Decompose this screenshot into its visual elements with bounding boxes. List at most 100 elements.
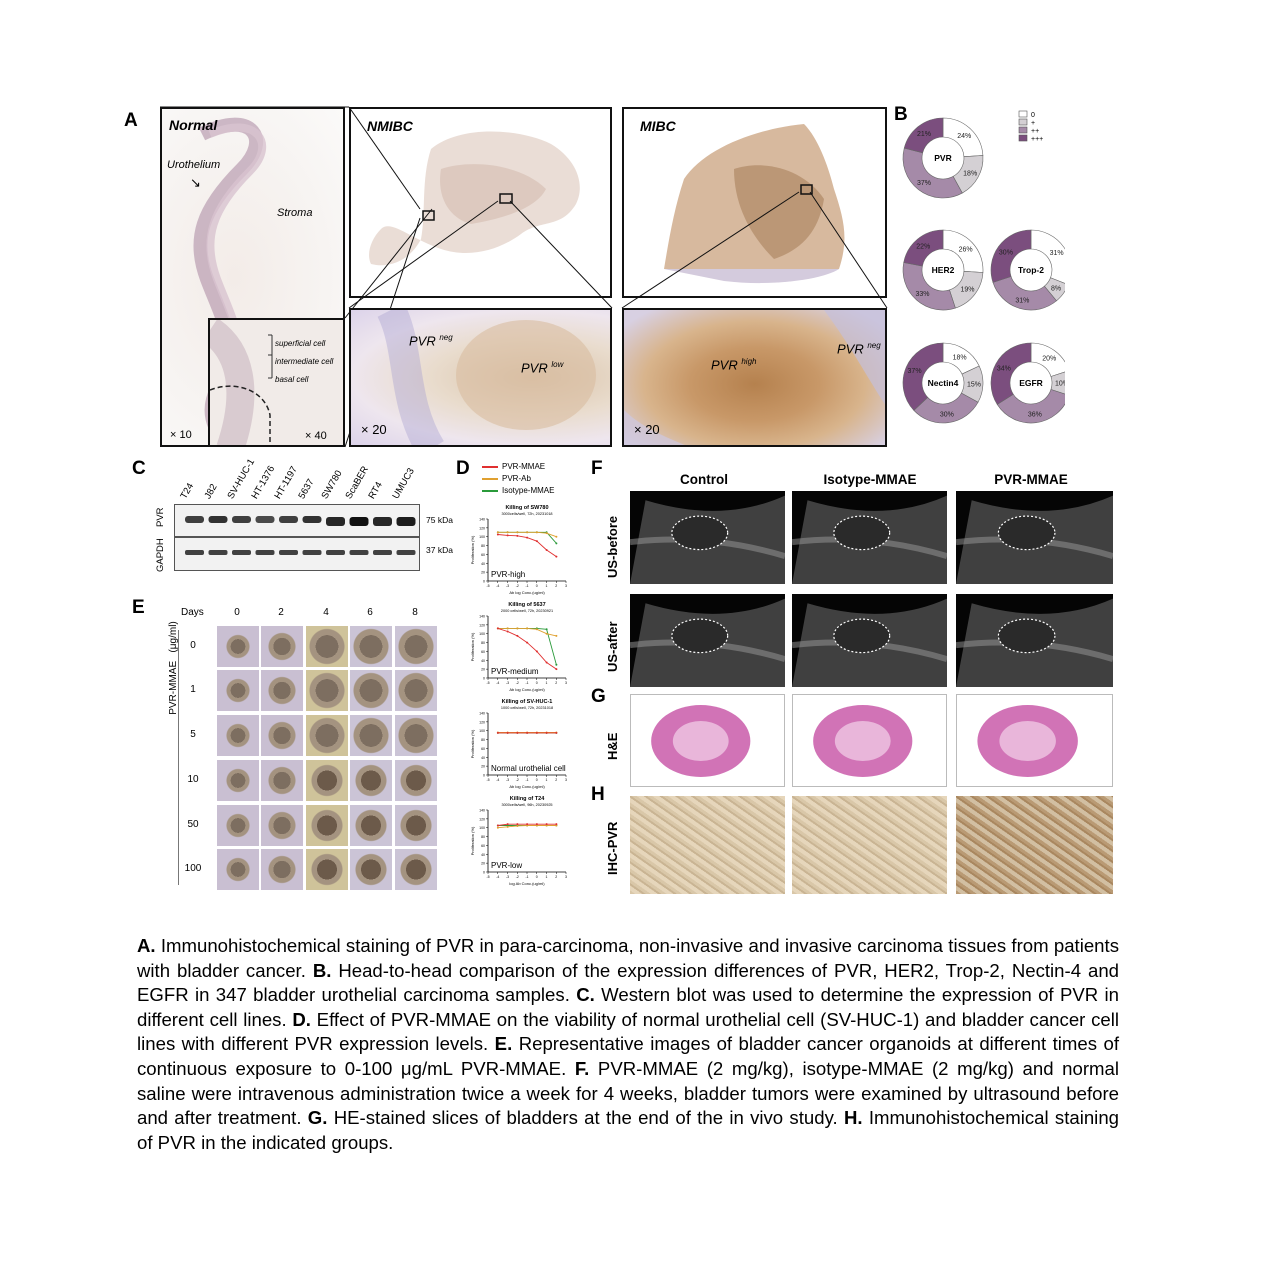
organoid-image (306, 670, 348, 711)
legend-text: PVR-Ab (502, 474, 531, 483)
organoid-image (261, 849, 303, 890)
y-tick-label: 140 (479, 615, 485, 619)
caption-text: Immunohistochemical staining of PVR in t… (137, 1107, 1119, 1153)
killing-point (506, 630, 509, 633)
caption-text: Representative images of bladder cancer … (137, 1033, 1119, 1079)
killing-point (496, 731, 499, 734)
conc-label: 0 (190, 640, 196, 651)
x-tick-label: 2 (555, 875, 557, 879)
plot-tag: PVR-low (491, 861, 522, 870)
donut-name: Trop-2 (1018, 265, 1044, 275)
killing-point (555, 535, 558, 538)
ultrasound-drawing (630, 495, 785, 584)
ultrasound-drawing (956, 495, 1113, 584)
group-control: Control (680, 472, 728, 487)
x-tick-label: 3 (565, 681, 567, 685)
day-label: 4 (323, 607, 329, 618)
he-image (792, 694, 947, 787)
caption-text: HE-stained slices of bladders at the end… (327, 1107, 844, 1129)
gapdh-band (279, 550, 298, 555)
y-tick-label: 20 (481, 862, 485, 866)
row-us-after: US-after (605, 621, 620, 672)
plot-xlabel: Ab log Conc.(ug/ml) (509, 784, 545, 789)
pvr-band (396, 517, 416, 526)
blot-size-75: 75 kDa (426, 515, 453, 525)
plot-tag: PVR-medium (491, 667, 539, 676)
ihc-image (956, 796, 1113, 894)
superficial-cell-label: superficial cell (275, 339, 326, 348)
organoid-image (350, 805, 392, 846)
pvr-band (349, 517, 369, 526)
x-tick-label: -5 (486, 875, 489, 879)
killing-point (506, 825, 509, 828)
gapdh-band (349, 550, 369, 555)
y-tick-label: 60 (481, 844, 485, 848)
killing-point (496, 531, 499, 534)
killing-legend-item: PVR-MMAE (482, 462, 545, 471)
killing-point (555, 823, 558, 826)
donut-slice (903, 229, 944, 267)
pvr-band (185, 516, 204, 523)
us-after-image (792, 594, 947, 687)
pvr-high-label: PVR high (711, 357, 757, 373)
pvr-blot-bands (185, 516, 416, 526)
plot-tag: PVR-high (491, 570, 525, 579)
caption-text: Head-to-head comparison of the expressio… (137, 959, 1119, 1006)
caption-panel-letter: H. (843, 1107, 863, 1129)
y-tick-label: 80 (481, 544, 485, 548)
killing-point (545, 532, 548, 535)
us-after-image (630, 594, 785, 687)
y-tick-label: 40 (481, 659, 485, 663)
killing-legend-item: PVR-Ab (482, 474, 531, 483)
pvr-low-label: PVR low (521, 360, 564, 376)
donut-slice (990, 229, 1032, 283)
killing-point (516, 824, 519, 827)
caption-text: Immunohistochemical staining of PVR in p… (137, 935, 1119, 981)
killing-point (555, 555, 558, 558)
x-tick-label: 0 (536, 875, 538, 879)
days-label: Days (181, 607, 204, 618)
donut-name: EGFR (1019, 378, 1043, 388)
x-tick-label: -2 (516, 584, 519, 588)
conc-axis-line (178, 630, 179, 885)
x-tick-label: -5 (486, 681, 489, 685)
legend-swatch (1018, 118, 1028, 126)
x-tick-label: -1 (525, 875, 528, 879)
y-tick-label: 0 (483, 774, 485, 778)
killing-point (535, 628, 538, 631)
us-after-image (956, 594, 1113, 687)
mag-label-x10: × 10 (170, 429, 192, 441)
plot-subtitle: 1000 cells/well, 72h, 20231018 (501, 706, 553, 710)
donut-name: PVR (934, 153, 951, 163)
donut-percent-label: 37% (908, 368, 922, 375)
lane-label: 5637 (295, 477, 317, 501)
us-before-image (956, 491, 1113, 584)
killing-point (496, 533, 499, 536)
x-tick-label: 0 (536, 584, 538, 588)
pvr-band (279, 516, 298, 523)
y-tick-label: 120 (479, 623, 485, 627)
organoid-image (350, 670, 392, 711)
donut-name: Nectin4 (928, 378, 959, 388)
he-image (956, 694, 1113, 787)
pvr-blot (174, 504, 420, 537)
organoid-image (261, 626, 303, 667)
mag-label-x40: × 40 (305, 430, 327, 442)
x-tick-label: -1 (525, 681, 528, 685)
gapdh-band (208, 550, 228, 555)
caption-text: Effect of PVR-MMAE on the viability of n… (137, 1008, 1119, 1055)
organoid-image (306, 626, 348, 667)
panel-label-f: F (591, 458, 603, 479)
lane-label: UMUC3 (389, 466, 417, 501)
us-before-image (792, 491, 947, 584)
organoid-image (306, 760, 348, 801)
caption-panel-letter: D. (292, 1008, 311, 1030)
normal-title: Normal (169, 117, 218, 133)
nmibc-overview-image: NMIBC (349, 107, 612, 298)
killing-point (526, 627, 529, 630)
plot-ylabel: Proliferation (%) (470, 632, 475, 661)
mibc-overview-image: MIBC (622, 107, 887, 298)
plot-xlabel: Ab log Conc.(ug/ml) (509, 590, 545, 595)
